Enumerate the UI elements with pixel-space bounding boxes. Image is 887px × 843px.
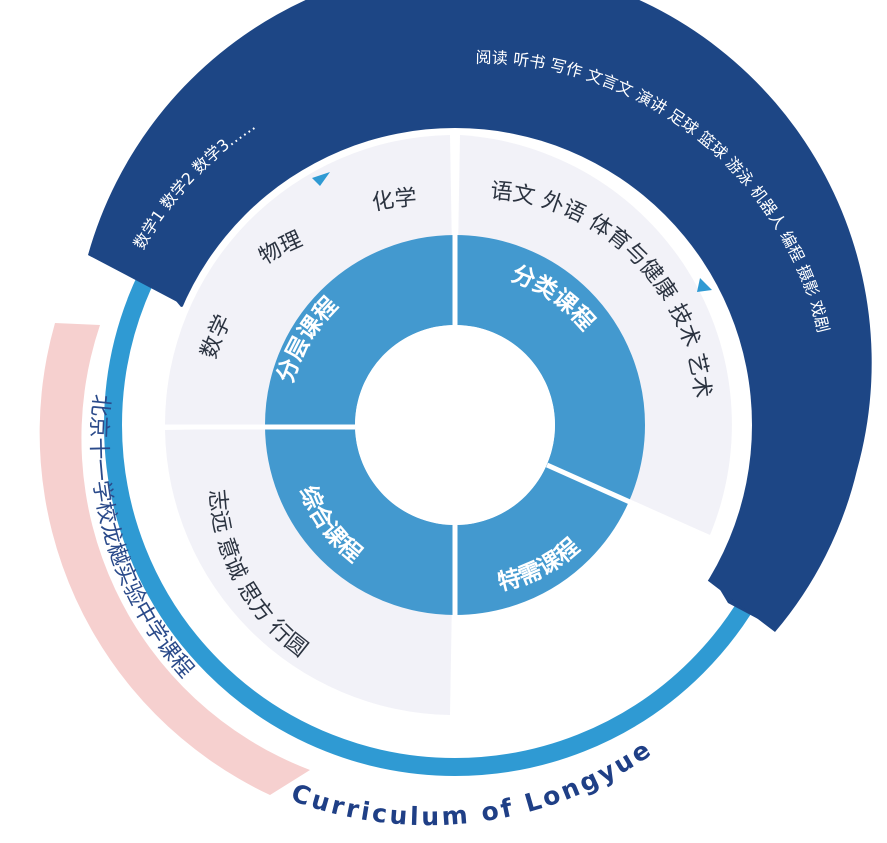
divider-diagonal (545, 462, 717, 543)
school-name-band (39, 323, 310, 795)
marker-right-triangle (697, 278, 712, 292)
marker-left-triangle (312, 172, 330, 186)
outer-course-band-main (88, 0, 872, 632)
core-hole (355, 325, 555, 525)
